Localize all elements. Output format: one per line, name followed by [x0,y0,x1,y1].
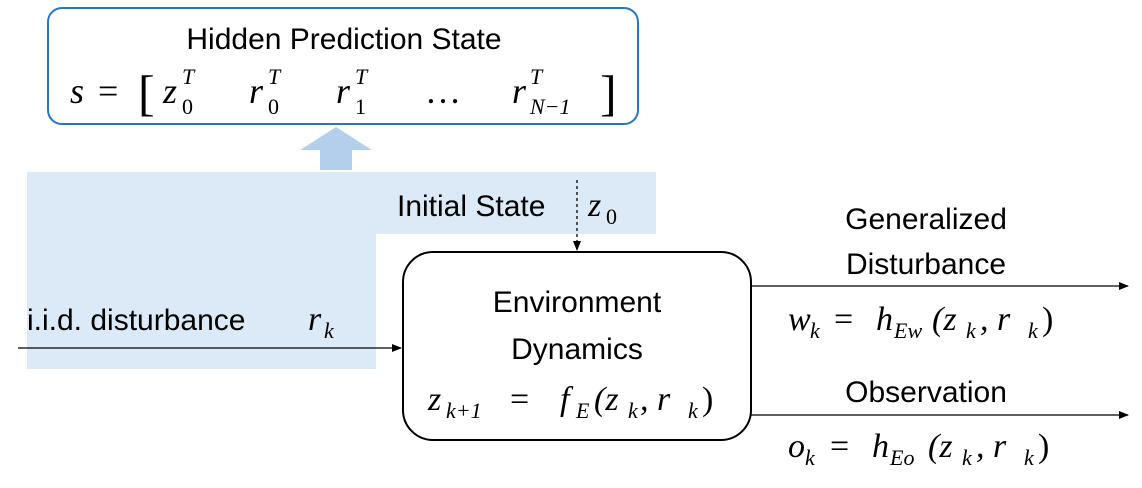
env-eq-args-mid: , r [640,381,671,418]
obs-eq-args-mid: , r [976,428,1007,465]
disturbance-input-symbol: r [308,301,322,338]
env-eq-args-sub2: k [688,398,699,423]
observation-label: Observation [845,376,1007,409]
eq-term-ellipsis: … [425,71,461,111]
obs-eq-h: h [872,428,889,465]
eq-close-bracket: ] [600,65,617,121]
env-eq-equals: = [510,381,529,418]
eq-term-z0: z [162,71,177,111]
initial-state-label: Initial State [397,190,545,223]
eq-term-r1: r [336,71,351,111]
eq-term-r1-sup: T [355,64,369,89]
environment-dynamics-box [402,251,752,441]
observation-equation: o k = h Eo (z k , r k ) [788,428,1049,470]
env-eq-args-sub1: k [628,398,639,423]
eq-term-r0-sup: T [268,64,282,89]
obs-eq-lhs-sub: k [805,445,816,470]
hidden-state-equation: s = [ z T 0 r T 0 r T 1 … r T N−1 ] [70,64,617,121]
obs-eq-args-sub2: k [1024,445,1035,470]
eq-term-r1-sub: 1 [355,94,366,119]
obs-eq-h-sub: Eo [889,445,914,470]
gd-eq-args-sub1: k [966,318,977,343]
obs-eq-equals: = [830,428,849,465]
gd-eq-h: h [876,301,893,338]
hidden-state-highlight-region [27,172,656,369]
eq-s-symbol: s [70,71,84,111]
up-arrow [300,127,372,170]
eq-term-z0-sub: 0 [182,94,193,119]
generalized-disturbance-label-line1: Generalized [845,203,1007,236]
eq-term-r0: r [249,71,264,111]
obs-eq-args-end: ) [1038,428,1049,465]
eq-term-rN: r [512,71,527,111]
gd-eq-h-sub: Ew [893,318,922,343]
eq-equals: = [98,71,118,111]
env-eq-lhs: z [427,381,441,418]
environment-title-line2: Dynamics [511,333,643,366]
gd-eq-args-sub2: k [1028,318,1039,343]
gd-eq-args-end: ) [1042,301,1053,338]
initial-state-symbol: z [587,187,601,224]
initial-state-subscript: 0 [606,204,617,229]
gd-eq-args-mid: , r [980,301,1011,338]
disturbance-input-subscript: k [324,318,335,343]
eq-term-rN-sub: N−1 [529,94,571,119]
generalized-disturbance-label-line2: Disturbance [846,248,1006,281]
obs-eq-args: (z [928,428,953,465]
environment-equation: z k+1 = f E (z k , r k ) [427,381,713,423]
env-eq-args: (z [594,381,619,418]
eq-open-bracket: [ [138,65,155,121]
env-eq-f-sub: E [575,398,590,423]
eq-term-rN-sup: T [530,64,544,89]
generalized-disturbance-equation: w k = h Ew (z k , r k ) [788,301,1053,343]
env-eq-lhs-sub: k+1 [446,398,482,423]
hidden-state-title: Hidden Prediction State [186,23,501,56]
disturbance-input-label: i.i.d. disturbance [27,304,245,337]
obs-eq-args-sub1: k [962,445,973,470]
eq-term-r0-sub: 0 [268,94,279,119]
gd-eq-args: (z [932,301,957,338]
eq-term-z0-sup: T [182,64,196,89]
obs-eq-lhs: o [788,428,805,465]
env-eq-args-end: ) [702,381,713,418]
environment-title-line1: Environment [493,286,662,319]
gd-eq-equals: = [834,301,853,338]
gd-eq-lhs: w [788,301,811,338]
gd-eq-lhs-sub: k [810,318,821,343]
hidden-state-box [47,7,639,125]
